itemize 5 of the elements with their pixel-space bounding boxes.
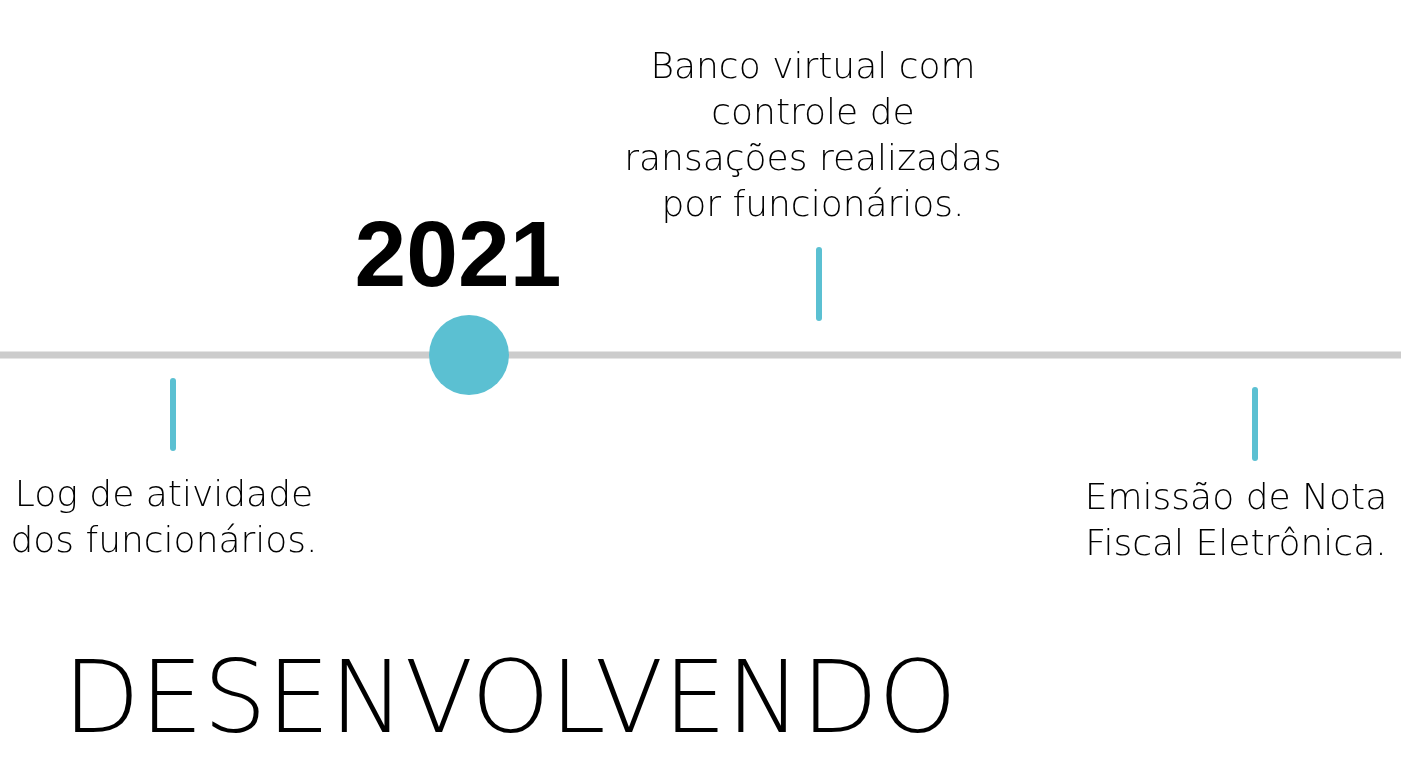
milestone-description: Emissão de Nota Fiscal Eletrônica. bbox=[1084, 475, 1388, 565]
page-title: DESENVOLVENDO bbox=[63, 648, 957, 748]
year-label: 2021 bbox=[354, 208, 562, 301]
milestone-description: Log de atividade dos funcionários. bbox=[10, 472, 318, 562]
milestone-description: Banco virtual com controle de ransações realizadas por funcionários. bbox=[624, 44, 1002, 226]
